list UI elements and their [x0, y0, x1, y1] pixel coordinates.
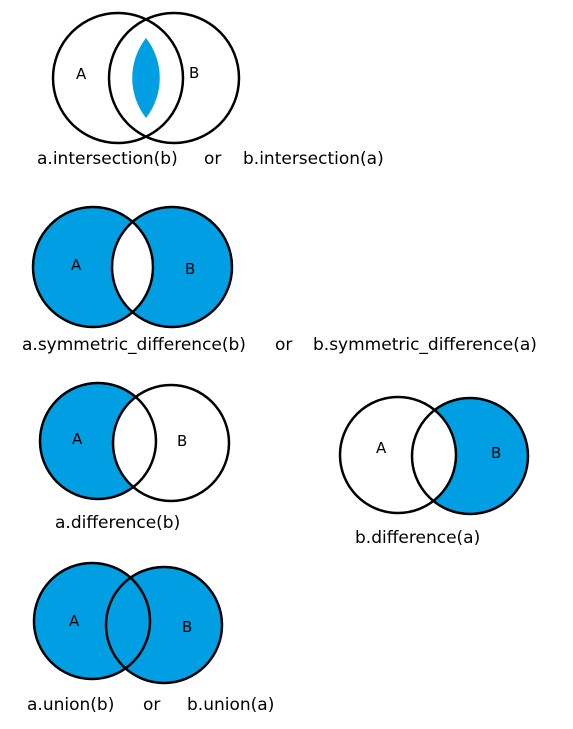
- caption-intersection-or: or: [204, 149, 221, 169]
- circle-a: [38, 381, 158, 501]
- venn-intersection: A B a.intersection(b) or b.intersection(…: [37, 11, 384, 169]
- venn-difference-b-minus-a: A B b.difference(a): [338, 395, 530, 548]
- circle-b: [104, 565, 224, 685]
- intersection-region: [132, 38, 160, 118]
- circle-a: [338, 395, 458, 515]
- set-label-b: B: [177, 432, 187, 450]
- caption-union-or: or: [143, 695, 160, 715]
- set-label-b: B: [182, 618, 192, 636]
- caption-symmetric-or: or: [275, 335, 292, 355]
- circle-b: [111, 383, 231, 503]
- venn-difference-a-minus-b: A B a.difference(b): [38, 381, 231, 533]
- set-label-a: A: [76, 65, 87, 83]
- set-label-a: A: [72, 430, 83, 448]
- symmetric-difference-region: [33, 207, 232, 327]
- caption-symmetric-left: a.symmetric_difference(b): [22, 335, 246, 355]
- venn-union: A B a.union(b) or b.union(a): [27, 561, 274, 715]
- difference-b-region: [412, 398, 528, 514]
- caption-difference-ab: a.difference(b): [55, 513, 180, 533]
- set-label-b: B: [185, 260, 195, 278]
- set-label-a: A: [69, 612, 80, 630]
- set-label-a: A: [71, 256, 82, 274]
- circle-a: [32, 561, 152, 681]
- caption-intersection-left: a.intersection(b): [37, 149, 178, 169]
- difference-a-region: [40, 383, 156, 499]
- union-fill-b: [106, 567, 222, 683]
- circle-b: [107, 11, 241, 145]
- circle-b: [110, 205, 234, 329]
- circle-b: [410, 396, 530, 516]
- circle-a: [31, 205, 155, 329]
- caption-intersection-right: b.intersection(a): [243, 149, 384, 169]
- set-label-b: B: [491, 444, 501, 462]
- caption-symmetric-right: b.symmetric_difference(a): [313, 335, 537, 355]
- caption-union-left: a.union(b): [27, 695, 114, 715]
- caption-difference-ba: b.difference(a): [355, 528, 480, 548]
- set-label-a: A: [376, 439, 387, 457]
- circle-a: [51, 11, 185, 145]
- venn-symmetric-difference: A B a.symmetric_difference(b) or b.symme…: [22, 205, 537, 355]
- set-label-b: B: [189, 64, 199, 82]
- caption-union-right: b.union(a): [187, 695, 274, 715]
